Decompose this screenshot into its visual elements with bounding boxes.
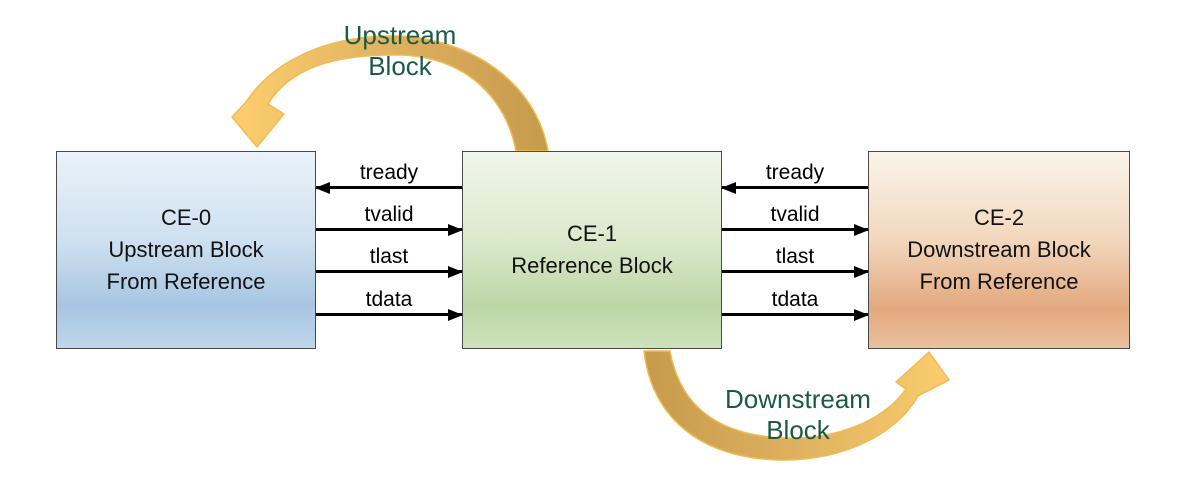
signal-label-tlast-left: tlast <box>369 245 409 268</box>
upstream-arrow-label: Upstream Block <box>290 20 510 82</box>
downstream-curved-arrow <box>643 350 950 461</box>
ce2-subtitle-2: From Reference <box>919 269 1079 294</box>
signal-label-tready-left: tready <box>359 161 419 184</box>
signal-arrow-tdata-left <box>316 313 462 316</box>
ce0-title: CE-0 <box>160 205 212 230</box>
ce1-title: CE-1 <box>566 221 618 246</box>
upstream-curved-arrow <box>231 35 549 152</box>
signal-label-tdata-right: tdata <box>771 288 819 311</box>
signal-arrow-tready-right <box>722 186 868 189</box>
signal-label-tvalid-left: tvalid <box>364 203 414 226</box>
signal-arrow-tlast-left <box>316 270 462 273</box>
ce0-subtitle-1: Upstream Block <box>108 237 264 262</box>
ce1-block: CE-1 Reference Block <box>462 151 722 349</box>
ce0-block: CE-0 Upstream Block From Reference <box>56 151 316 349</box>
ce1-subtitle-1: Reference Block <box>511 253 673 278</box>
signal-label-tready-right: tready <box>765 161 825 184</box>
upstream-arrow-label-line1: Upstream <box>343 20 457 50</box>
signal-arrow-tlast-right <box>722 270 868 273</box>
ce0-subtitle-2: From Reference <box>106 269 266 294</box>
upstream-arrow-label-line2: Block <box>368 51 432 81</box>
downstream-arrow-label-line2: Block <box>766 415 830 445</box>
signal-label-tvalid-right: tvalid <box>770 203 820 226</box>
signal-arrow-tvalid-left <box>316 228 462 231</box>
signal-label-tdata-left: tdata <box>365 288 413 311</box>
signal-label-tlast-right: tlast <box>775 245 815 268</box>
downstream-arrow-label: Downstream Block <box>688 384 908 446</box>
ce2-subtitle-1: Downstream Block <box>907 237 1091 262</box>
signal-arrow-tdata-right <box>722 313 868 316</box>
signal-arrow-tready-left <box>316 186 462 189</box>
ce2-title: CE-2 <box>973 205 1025 230</box>
downstream-arrow-label-line1: Downstream <box>725 384 871 414</box>
signal-arrow-tvalid-right <box>722 228 868 231</box>
ce2-block: CE-2 Downstream Block From Reference <box>868 151 1130 349</box>
